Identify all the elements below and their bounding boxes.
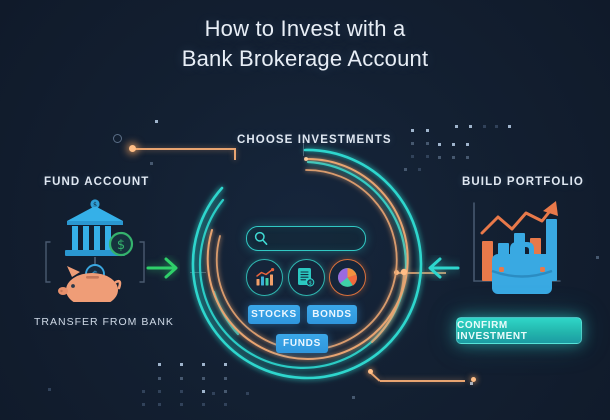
dollar-coin-icon: $	[108, 231, 134, 257]
label-transfer-from-bank: TRANSFER FROM BANK	[34, 316, 174, 328]
arrow-right-icon	[146, 255, 180, 286]
page-title: How to Invest with a Bank Brokerage Acco…	[0, 14, 610, 74]
trend-arrow-up-icon	[480, 204, 556, 235]
document-list-icon[interactable]: $	[287, 258, 325, 296]
central-ring-graphic	[176, 144, 434, 384]
pill-funds[interactable]: FUNDS	[276, 334, 328, 353]
briefcase-icon	[491, 242, 553, 294]
investment-type-icons: $	[246, 258, 366, 296]
arrow-left-icon	[426, 255, 460, 286]
title-line-1: How to Invest with a	[204, 16, 406, 41]
title-line-2: Bank Brokerage Account	[181, 46, 429, 71]
piggy-bank-icon	[58, 266, 122, 308]
svg-text:$: $	[93, 201, 97, 208]
bar-chart-growth-icon[interactable]	[246, 258, 283, 296]
search-icon	[254, 231, 268, 251]
svg-text:$: $	[309, 281, 312, 287]
label-build-portfolio: BUILD PORTFOLIO	[462, 176, 584, 188]
pill-stocks[interactable]: STOCKS	[248, 305, 300, 324]
search-input[interactable]	[246, 226, 366, 251]
pill-bonds[interactable]: BONDS	[307, 305, 357, 324]
svg-text:$: $	[117, 238, 125, 253]
bank-to-piggy-illustration: $ $ $	[44, 194, 156, 308]
bank-building-icon: $	[65, 199, 125, 256]
confirm-investment-button[interactable]: CONFIRM INVESTMENT	[456, 317, 582, 344]
pie-chart-icon[interactable]	[329, 258, 366, 296]
label-fund-account: FUND ACCOUNT	[44, 176, 150, 188]
portfolio-growth-illustration	[468, 195, 578, 305]
label-choose-investments: CHOOSE INVESTMENTS	[237, 134, 392, 146]
